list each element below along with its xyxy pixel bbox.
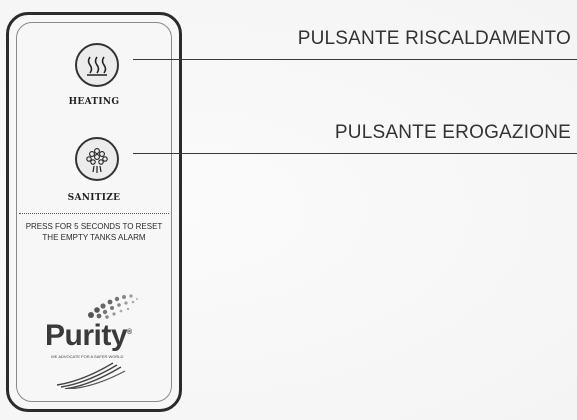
shower-spray-icon [86, 148, 108, 173]
brand-name: Purity [45, 319, 128, 352]
heating-callout-line [133, 59, 577, 60]
dispensing-callout-label: PULSANTE EROGAZIONE [334, 122, 571, 143]
heating-callout-label: PULSANTE RISCALDAMENTO [297, 28, 571, 49]
reset-instructions: PRESS FOR 5 SECONDS TO RESET THE EMPTY T… [9, 221, 179, 243]
panel-inner-border [16, 22, 172, 402]
heat-waves-icon [87, 56, 107, 76]
control-panel: HEATING SANITIZE PRESS FOR 5 SECONDS TO … [6, 12, 182, 412]
reset-instructions-line1: PRESS FOR 5 SECONDS TO RESET [25, 222, 163, 231]
heating-label: HEATING [68, 97, 120, 107]
logo-waves-icon [56, 362, 126, 389]
brand-tagline: WE ADVOCATE FOR A SAFER WORLD [51, 354, 124, 359]
logo-dots-icon [88, 294, 139, 319]
sanitize-button[interactable] [75, 137, 119, 181]
panel-divider [19, 213, 169, 214]
registered-mark: ® [127, 329, 132, 336]
heating-button[interactable] [75, 43, 119, 87]
reset-instructions-line2: THE EMPTY TANKS ALARM [42, 233, 146, 242]
sanitize-label: SANITIZE [67, 193, 121, 203]
dispensing-callout-line [133, 153, 577, 154]
brand-logo: Purity® [45, 319, 132, 353]
